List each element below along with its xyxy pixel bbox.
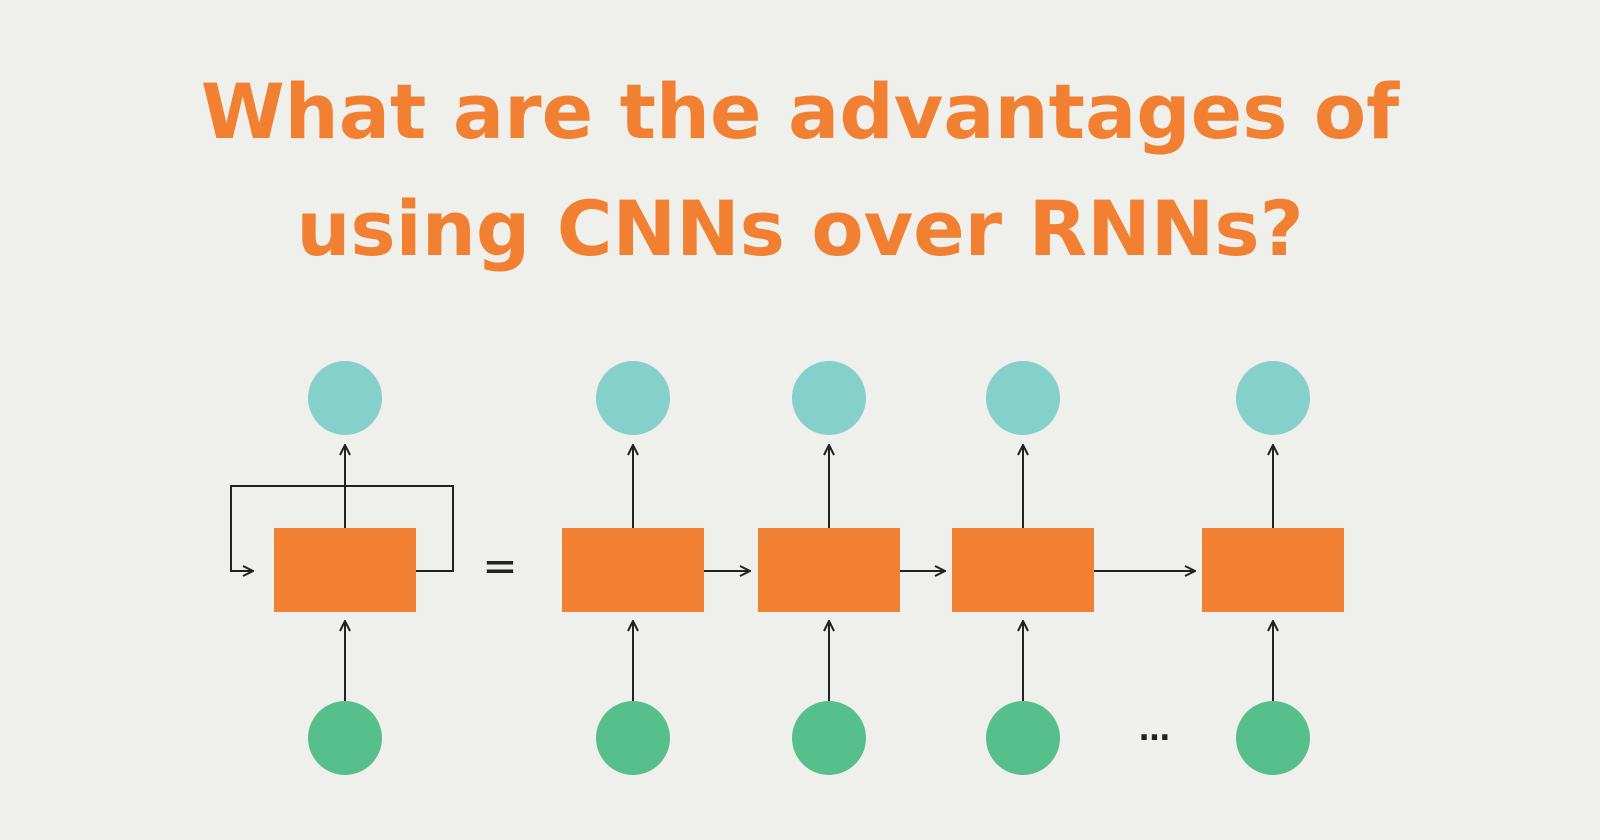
timestep-2 bbox=[758, 361, 900, 775]
output-node bbox=[986, 361, 1060, 435]
timestep-3 bbox=[952, 361, 1094, 775]
title-line-1: What are the advantages of bbox=[200, 67, 1400, 156]
timestep-n bbox=[1202, 361, 1344, 775]
input-node bbox=[792, 701, 866, 775]
ellipsis-gap-marker: ... bbox=[1138, 713, 1169, 748]
hidden-state-box bbox=[562, 528, 704, 612]
folded-rnn bbox=[230, 361, 454, 775]
folded-input-node bbox=[308, 701, 382, 775]
output-node bbox=[596, 361, 670, 435]
folded-hidden-state-box bbox=[274, 528, 416, 612]
input-node bbox=[986, 701, 1060, 775]
input-node bbox=[596, 701, 670, 775]
equals-sign: = bbox=[482, 541, 517, 590]
hidden-state-box bbox=[952, 528, 1094, 612]
output-node bbox=[1236, 361, 1310, 435]
recurrent-loop-arrow bbox=[230, 485, 454, 571]
folded-output-node bbox=[308, 361, 382, 435]
output-node bbox=[792, 361, 866, 435]
hidden-state-box bbox=[758, 528, 900, 612]
unfolded-rnn: ... bbox=[562, 361, 1344, 775]
input-node bbox=[1236, 701, 1310, 775]
timestep-1 bbox=[562, 361, 704, 775]
title-line-2: using CNNs over RNNs? bbox=[296, 184, 1304, 273]
hidden-state-box bbox=[1202, 528, 1344, 612]
